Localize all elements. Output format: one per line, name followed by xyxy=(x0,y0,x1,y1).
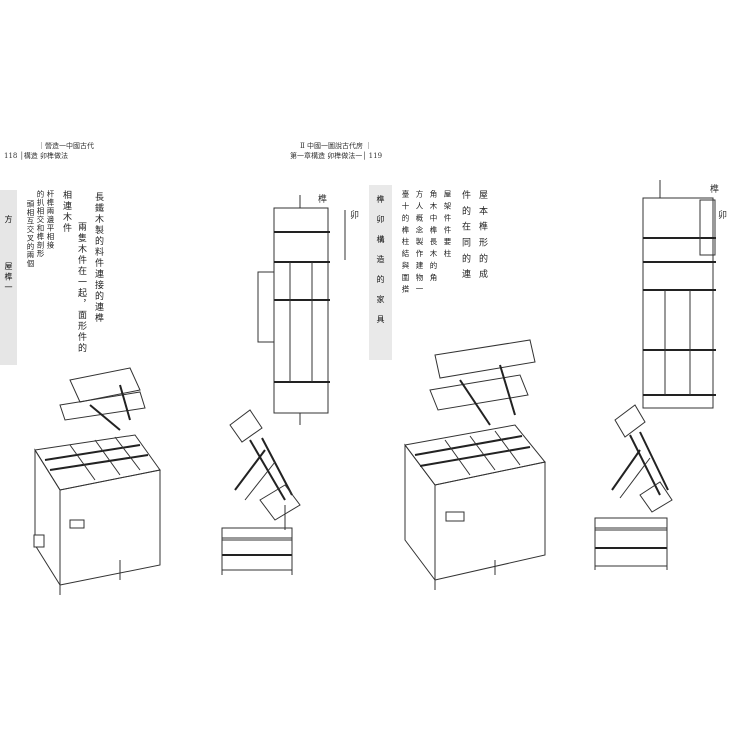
right-text-col-1: 臺 十 的 榫 柱 結 與 圍 搭 xyxy=(401,190,410,294)
left-header-line2: 118 │構造 卯榫做法 xyxy=(4,152,69,160)
right-text-col-4: 屋 架 件 件 要 柱 xyxy=(443,190,452,258)
right-bench-drawing xyxy=(594,517,668,570)
tab-label-1: 方 xyxy=(4,215,13,223)
right-text-col-2: 方 人 概 念 製 作 建 物 一 xyxy=(415,190,424,294)
right-header-line2: 第一章構造 卯榫做法一│ 119 xyxy=(290,152,383,160)
diagram-label-1: 榫 xyxy=(318,195,328,205)
left-chapter-tab: 方 屋 榫 一 xyxy=(0,190,17,365)
left-text-col-2: 兩隻木件在一起，面形件的 xyxy=(76,222,86,354)
right-text-col-5: 件 的 在 同 的 連 xyxy=(460,190,470,281)
right-text-col-6: 屋 本 榫 形 的 成 xyxy=(477,190,487,281)
right-chapter-tab: 榫卯構造的家具 xyxy=(369,185,392,360)
left-text-col-5: 的扒相交和榫剖形 xyxy=(36,190,45,258)
left-bench-drawing xyxy=(221,527,293,575)
left-elevation-drawing xyxy=(257,195,346,425)
right-exploded-joint xyxy=(611,404,673,513)
diagram-label-4: 卯 xyxy=(718,211,728,221)
left-text-col-3: 相連木件 xyxy=(61,190,71,234)
left-isometric-box xyxy=(33,367,161,595)
right-text-col-3: 角 木 中 榫 長 木 的 角 xyxy=(429,190,438,282)
left-header-line1: ｜營造一中國古代 xyxy=(38,142,94,150)
left-text-col-1: 長鐵木製的料件連接的連榫 xyxy=(93,192,103,324)
left-exploded-joint xyxy=(229,409,301,530)
right-header-line1: Ⅱ 中國一圖說古代房 ｜ xyxy=(300,142,373,150)
right-isometric-box xyxy=(404,339,546,590)
diagram-label-3: 榫 xyxy=(710,185,720,195)
left-text-col-6: 頭相互交叉的兩個 xyxy=(26,200,35,268)
left-text-col-4: 杆榫兩邊平相接 xyxy=(46,190,55,250)
right-tab-label: 榫卯構造的家具 xyxy=(376,195,385,335)
tab-label-2: 屋 榫 一 xyxy=(4,262,13,292)
diagram-label-2: 卯 xyxy=(350,211,360,221)
right-elevation-drawing xyxy=(642,180,716,409)
